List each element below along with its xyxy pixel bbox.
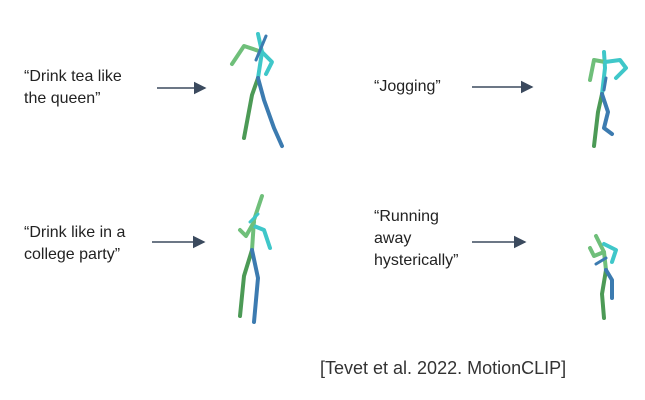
prompt-drink-tea: “Drink tea like the queen” <box>24 68 122 107</box>
stick-figure-4 <box>588 234 618 320</box>
prompt-jogging: “Jogging” <box>374 78 441 95</box>
stick-figure-2 <box>588 50 628 148</box>
stick-figure-1 <box>230 32 284 148</box>
stick-figure-3 <box>238 194 272 324</box>
prompt-running-away: “Running away hysterically” <box>374 208 459 269</box>
citation: [Tevet et al. 2022. MotionCLIP] <box>320 358 567 378</box>
prompt-drink-party: “Drink like in a college party” <box>24 224 126 263</box>
